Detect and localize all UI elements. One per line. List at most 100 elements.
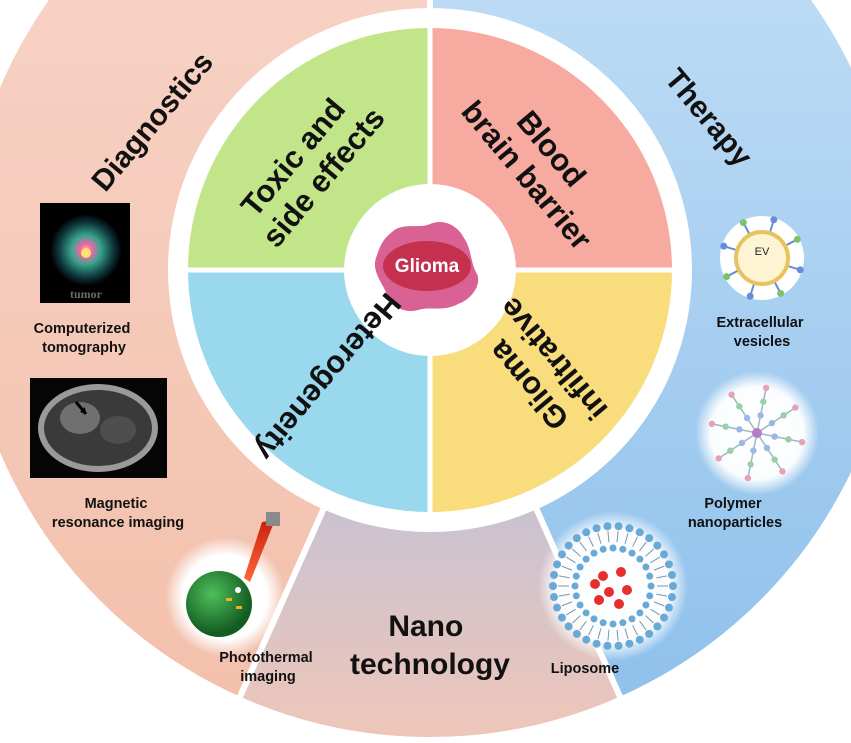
lipid-head-outer bbox=[645, 534, 654, 543]
laser-head bbox=[266, 512, 280, 526]
polymer-bead bbox=[738, 439, 746, 447]
lipid-tail bbox=[561, 601, 573, 607]
lipid-tail bbox=[656, 593, 668, 597]
lipid-head-outer bbox=[635, 635, 644, 644]
polymer-bead bbox=[722, 423, 729, 430]
lipid-head-outer bbox=[653, 541, 662, 550]
lipid-head-inner bbox=[576, 601, 584, 609]
liposome-glow bbox=[538, 511, 688, 661]
lipid-head-inner bbox=[582, 555, 590, 563]
polymer-bead bbox=[736, 403, 743, 410]
lipid-head-outer bbox=[603, 522, 612, 531]
polymer-arm bbox=[718, 432, 758, 460]
ev-caption: EV bbox=[755, 246, 770, 258]
lipid-head-outer bbox=[614, 641, 623, 650]
lipid-tail bbox=[561, 565, 573, 571]
lipid-head-inner bbox=[582, 609, 590, 617]
lipid-head-inner bbox=[642, 601, 650, 609]
lipid-head-inner bbox=[646, 572, 654, 580]
lipid-tail bbox=[650, 556, 661, 564]
lipid-head-outer bbox=[625, 639, 634, 648]
lipid-tail bbox=[639, 620, 647, 631]
lipid-tail bbox=[624, 532, 629, 544]
lipid-head-inner bbox=[619, 545, 627, 553]
polymer-bead bbox=[771, 433, 778, 440]
lipid-tail bbox=[579, 541, 587, 552]
nanoparticle-ball-icon bbox=[186, 571, 252, 637]
lipid-head-inner bbox=[636, 555, 644, 563]
polymer-bead bbox=[760, 398, 767, 405]
glioma-nucleus bbox=[383, 241, 471, 291]
lipid-head-outer bbox=[653, 622, 662, 631]
lipid-head-inner bbox=[642, 563, 650, 571]
lipid-tail bbox=[632, 536, 638, 547]
ev-label: Extracellular vesicles bbox=[716, 315, 807, 350]
lipid-head-outer bbox=[582, 528, 591, 537]
polymer-bead bbox=[750, 447, 757, 454]
lipid-tail bbox=[597, 532, 602, 544]
lipid-tail bbox=[616, 531, 619, 543]
drug-molecule bbox=[616, 567, 626, 577]
lipid-tail bbox=[572, 548, 581, 557]
drug-molecule bbox=[614, 599, 624, 609]
polymer-bead bbox=[708, 420, 716, 428]
lipid-head-outer bbox=[549, 582, 557, 590]
polymer-nanoparticle-icon bbox=[695, 371, 819, 495]
polymer-bead bbox=[736, 426, 743, 433]
polymer-core bbox=[752, 428, 762, 438]
lipid-head-inner bbox=[646, 592, 654, 600]
photothermal-spot bbox=[235, 587, 241, 593]
polymer-arm bbox=[756, 432, 784, 472]
laser-beam-icon bbox=[244, 520, 275, 582]
lipid-tail bbox=[656, 575, 668, 579]
lipid-head-inner bbox=[647, 582, 655, 590]
lipid-head-outer bbox=[550, 593, 559, 602]
lipid-head-outer bbox=[564, 622, 573, 631]
polymer-bead bbox=[780, 412, 787, 419]
liposome-label: Liposome bbox=[551, 661, 619, 677]
lipid-tail bbox=[558, 575, 570, 579]
lipid-tail bbox=[597, 628, 602, 640]
lipid-head-outer bbox=[625, 524, 634, 533]
ev-receptor bbox=[777, 289, 785, 297]
ct-scan-image: tumor bbox=[40, 203, 130, 303]
lipid-head-outer bbox=[645, 629, 654, 638]
mri-tissue bbox=[100, 416, 136, 444]
lipid-head-outer bbox=[582, 635, 591, 644]
mri-arrowhead bbox=[80, 407, 86, 414]
lipid-head-inner bbox=[572, 592, 580, 600]
lipid-tail bbox=[653, 601, 665, 607]
lipid-tail bbox=[565, 608, 576, 616]
lipid-head-outer bbox=[660, 550, 669, 559]
lipid-head-outer bbox=[557, 613, 566, 622]
lipid-head-inner bbox=[609, 544, 617, 552]
lipid-tail bbox=[624, 628, 629, 640]
drug-molecule bbox=[622, 585, 632, 595]
polymer-bead bbox=[762, 384, 770, 392]
lipid-head-outer bbox=[572, 534, 581, 543]
lipid-tail bbox=[653, 565, 665, 571]
lipid-tail bbox=[579, 620, 587, 631]
lipid-head-inner bbox=[619, 619, 627, 627]
lipid-tail bbox=[607, 531, 610, 543]
lipid-tail bbox=[572, 615, 581, 624]
lipid-head-outer bbox=[614, 522, 623, 531]
ct-tumor-caption: tumor bbox=[70, 287, 103, 301]
polymer-bead bbox=[728, 391, 735, 398]
polymer-label: Polymer nanoparticles bbox=[688, 496, 782, 531]
drug-molecule bbox=[598, 571, 608, 581]
lipid-tail bbox=[565, 556, 576, 564]
extracellular-vesicle-icon: EV bbox=[720, 216, 804, 300]
ev-receptor bbox=[793, 235, 801, 243]
nanotechnology-title: Nano technology bbox=[350, 610, 510, 681]
polymer-arm bbox=[747, 432, 758, 479]
lipid-tail bbox=[632, 625, 638, 636]
drug-molecule bbox=[604, 587, 614, 597]
ev-receptor bbox=[770, 216, 778, 224]
lipid-tail bbox=[558, 593, 570, 597]
lipid-head-outer bbox=[557, 550, 566, 559]
lipid-head-outer bbox=[664, 603, 673, 612]
lipid-head-outer bbox=[564, 541, 573, 550]
lipid-head-outer bbox=[572, 629, 581, 638]
